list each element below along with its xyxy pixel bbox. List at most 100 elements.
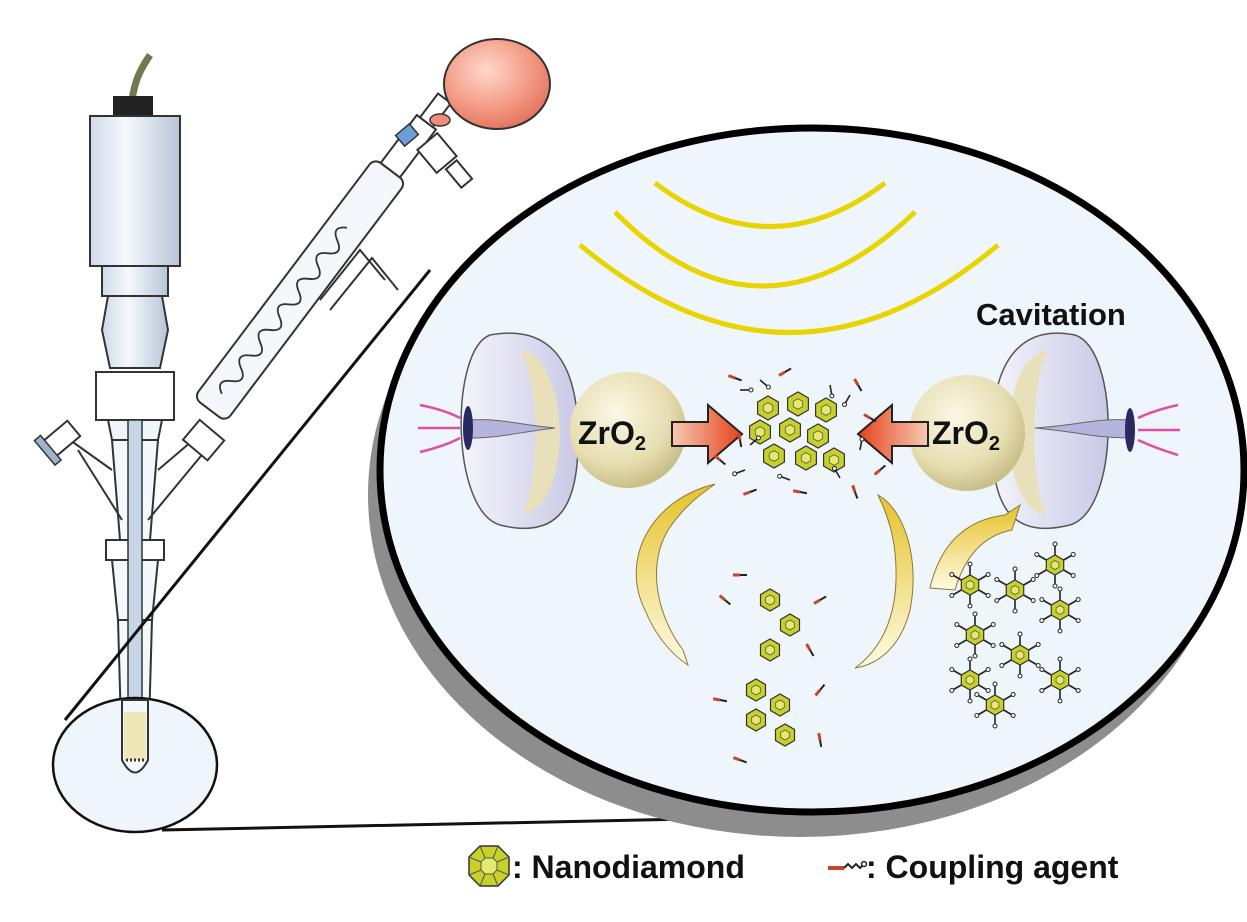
broken-cluster-nanodiamond-1 [779, 613, 801, 637]
dispersed-nanodiamond-0 [960, 574, 980, 596]
dispersed-nanodiamond-0-ligand-2 [949, 589, 962, 598]
agglomerate-nanodiamond-1 [786, 391, 810, 417]
dispersed-nanodiamond-5-ligand-1 [1017, 665, 1023, 679]
dispersed-nanodiamond-5-ligand-2 [999, 659, 1012, 668]
legend: : Nanodiamond : Coupling agent [468, 845, 1119, 887]
dispersed-nanodiamond-4-ligand-2 [954, 639, 967, 648]
agglomerate-nanodiamond-2 [814, 397, 838, 423]
coupling-agent-center-3 [713, 454, 727, 466]
dispersed-nanodiamond-6 [960, 669, 980, 691]
impact-arrow-left [671, 402, 744, 466]
dispersed-nanodiamond-1-ligand-5 [1023, 577, 1036, 586]
dispersed-nanodiamond-8 [985, 694, 1005, 716]
dispersed-nanodiamond-3-ligand-3 [1039, 597, 1052, 606]
dispersed-nanodiamond-3 [1050, 599, 1070, 621]
dispersed-nanodiamond-2-ligand-0 [1063, 569, 1076, 578]
dispersed-nanodiamond-4-ligand-5 [983, 622, 996, 631]
broken-cluster-nanodiamond-0 [759, 588, 781, 612]
dispersed-nanodiamond-2-ligand-3 [1034, 552, 1047, 561]
swirl-arrow-right [854, 493, 914, 669]
agglomerate-ligand-8 [749, 435, 761, 446]
coupling-agent-broken-2 [813, 595, 827, 605]
coupling-agent-center-8 [737, 432, 743, 448]
dispersed-nanodiamond-4-ligand-4 [972, 611, 978, 625]
dispersed-nanodiamond-7-ligand-0 [1068, 684, 1081, 693]
zro2-left-label: ZrO [578, 415, 635, 451]
legend-nanodiamond-label: : Nanodiamond [512, 849, 745, 885]
dispersed-nanodiamond-3-ligand-4 [1057, 586, 1063, 600]
coupling-agent-broken-3 [805, 643, 815, 657]
dispersed-nanodiamond-5 [1010, 644, 1030, 666]
agglomerate-nanodiamond-7 [794, 445, 818, 471]
zro2-right-label: ZrO [932, 415, 989, 451]
dispersed-nanodiamond-7-ligand-1 [1057, 690, 1063, 704]
swirl-arrow-far-right [929, 503, 1021, 591]
agglomerate-nanodiamond-3 [748, 419, 772, 445]
dispersed-nanodiamond-3-ligand-0 [1068, 614, 1081, 623]
broken-cluster-nanodiamond-4 [769, 693, 791, 717]
cavitation-bubble-right [991, 332, 1180, 530]
dispersed-nanodiamond-8-ligand-1 [992, 715, 998, 729]
cavitation-bubble-left [418, 332, 579, 530]
impact-arrow-right [856, 402, 929, 466]
dispersed-nanodiamond-6-ligand-0 [978, 684, 991, 693]
zoom-line-bottom [161, 816, 741, 832]
dispersed-nanodiamond-3-ligand-1 [1057, 620, 1063, 634]
agglomerate-ligand-2 [829, 384, 835, 399]
dispersed-nanodiamond-7-ligand-5 [1068, 667, 1081, 676]
dispersed-nanodiamond-2-ligand-1 [1052, 575, 1058, 589]
dispersed-nanodiamond-7-ligand-2 [1039, 684, 1052, 693]
agglomerate-nanodiamond-5 [806, 423, 830, 449]
magnified-view [376, 124, 1247, 816]
dispersed-nanodiamond-0-ligand-0 [978, 589, 991, 598]
coupling-agent-center-1 [778, 367, 792, 377]
zro2-right-subscript: 2 [989, 433, 1000, 455]
dispersed-nanodiamond-8-ligand-5 [1003, 692, 1016, 701]
coupling-agent-broken-4 [712, 697, 728, 703]
dispersed-nanodiamond-4-ligand-3 [954, 622, 967, 631]
dispersed-nanodiamond-3-ligand-2 [1039, 614, 1052, 623]
agglomerate-ligand-0 [740, 387, 754, 393]
broken-cluster-nanodiamond-3 [745, 678, 767, 702]
ultrasound-waves [578, 181, 1000, 335]
zro2-sphere-left [570, 372, 686, 488]
dispersed-nanodiamond-7-ligand-3 [1039, 667, 1052, 676]
dispersed-nanodiamond-8-ligand-0 [1003, 709, 1016, 718]
sonication-apparatus [33, 38, 551, 774]
coupling-agent-center-2 [853, 378, 863, 392]
zoom-line-top [63, 269, 432, 721]
cavitation-label: Cavitation [976, 297, 1126, 332]
dispersed-nanodiamond-8-ligand-3 [974, 692, 987, 701]
agglomerate-nanodiamond-4 [778, 417, 802, 443]
dispersed-nanodiamond-5-ligand-0 [1028, 659, 1041, 668]
svg-text:ZrO2: ZrO2 [932, 415, 1000, 455]
dispersed-nanodiamond-0-ligand-1 [967, 595, 973, 609]
dispersed-nanodiamond-5-ligand-3 [999, 642, 1012, 651]
coupling-agent-broken-6 [732, 756, 747, 764]
zro2-left-subscript: 2 [635, 433, 646, 455]
dispersed-nanodiamond-2 [1045, 554, 1065, 576]
dispersed-nanodiamond-4-ligand-1 [972, 645, 978, 659]
dispersed-nanodiamond-6-ligand-2 [949, 684, 962, 693]
dispersed-nanodiamond-0-ligand-4 [967, 561, 973, 575]
broken-cluster-nanodiamond-2 [759, 638, 781, 662]
agglomerate-ligand-4 [732, 469, 746, 477]
dispersed-nanodiamond-6-ligand-5 [978, 667, 991, 676]
legend-coupling-agent-label: : Coupling agent [866, 849, 1119, 885]
dispersed-nanodiamond-6-ligand-3 [949, 667, 962, 676]
coupling-agent-icon [828, 860, 868, 870]
dispersed-nanodiamond-7-ligand-4 [1057, 656, 1063, 670]
zro2-sphere-right [909, 375, 1025, 491]
dispersed-nanodiamond-8-ligand-2 [974, 709, 987, 718]
dispersed-nanodiamond-5-ligand-4 [1017, 631, 1023, 645]
dispersed-nanodiamond-0-ligand-5 [978, 572, 991, 581]
coupling-agent-center-5 [792, 489, 808, 495]
particle-layer [712, 367, 1081, 764]
dispersed-nanodiamond-3-ligand-5 [1068, 597, 1081, 606]
nanodiamond-icon [468, 845, 510, 887]
coupling-agent-center-6 [851, 484, 859, 499]
dispersed-nanodiamond-2-ligand-4 [1052, 541, 1058, 555]
coupling-agent-center-7 [873, 464, 887, 476]
agglomerate-ligand-1 [759, 379, 771, 390]
dispersed-nanodiamond-1-ligand-2 [994, 594, 1007, 603]
